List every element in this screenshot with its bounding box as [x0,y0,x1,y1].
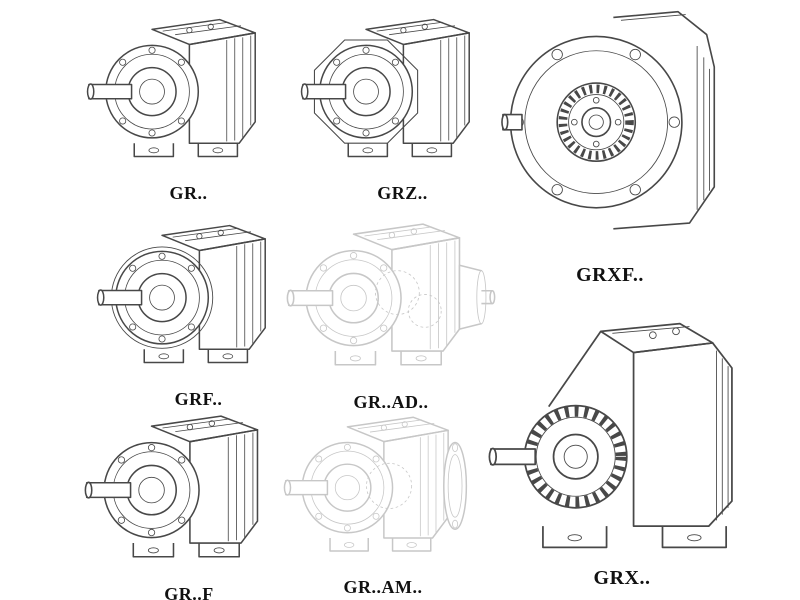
model-label-grx: GRX.. [593,567,651,589]
gearbox-drawing-gr-f [84,415,259,558]
gearbox-figure-gr-am: GR..AM.. [283,406,483,598]
gearbox-drawing-grx [487,310,757,561]
gearbox-drawing-grf [96,214,301,383]
gearbox-figure-gr-f: GR..F [84,404,294,600]
gearbox-figure-gr: GR.. [86,8,291,204]
model-label-gr: GR.. [169,183,208,203]
gearbox-figure-gr-ad: GR..AD.. [286,212,496,413]
model-label-grz: GRZ.. [377,183,428,203]
gearbox-drawing-gr [86,18,256,158]
gearbox-drawing-grxf [501,6,720,244]
gearbox-figure-grz: GRZ.. [300,8,505,204]
model-label-grxf: GRXF.. [576,264,644,286]
gearbox-drawing-gr-am [283,406,483,571]
gearbox-drawing-grz [300,8,505,177]
model-label-gr-ad: GR..AD.. [353,392,429,412]
model-label-gr-f: GR..F [164,584,214,600]
model-label-gr-am: GR..AM.. [343,577,423,597]
gearbox-figure-grxf: GRXF.. [500,6,720,287]
model-label-grf: GRF.. [174,389,223,409]
gearbox-drawing-gr-ad [286,212,496,386]
gearbox-figure-grf: GRF.. [96,214,301,410]
gearbox-figure-grx: GRX.. [487,310,757,590]
